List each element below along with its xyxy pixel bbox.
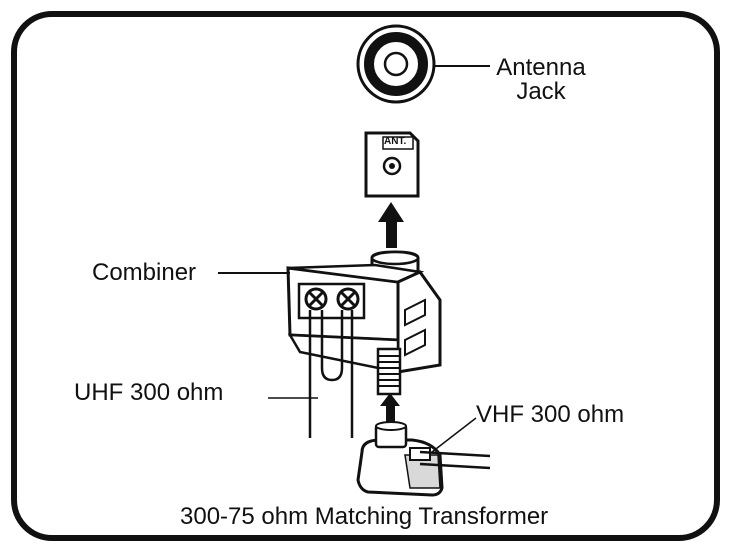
antenna-jack-icon: [356, 24, 436, 104]
antenna-jack-label-line2: Jack: [516, 78, 566, 105]
transformer-label: 300-75 ohm Matching Transformer: [180, 503, 549, 530]
combiner-bottom-connector: [376, 347, 402, 396]
antenna-jack-label-line1: Antenna: [496, 54, 586, 81]
ant-plate-label: ANT.: [384, 136, 407, 147]
screw-terminal-right-icon: [336, 287, 360, 311]
screw-terminal-left-icon: [304, 287, 328, 311]
arrow-up-icon: [378, 202, 404, 248]
vhf-label: VHF 300 ohm: [476, 401, 625, 428]
combiner-label: Combiner: [92, 259, 197, 286]
uhf-twin-lead-wires: [308, 310, 354, 438]
ant-port-icon: [382, 156, 402, 176]
antenna-jack-label: Antenna Jack: [495, 56, 587, 104]
matching-transformer: [356, 421, 444, 497]
vhf-twin-lead-wires: [419, 450, 491, 470]
arrow-up-icon: [380, 393, 400, 422]
vhf-leader-line: [431, 417, 477, 453]
uhf-label: UHF 300 ohm: [74, 379, 224, 406]
